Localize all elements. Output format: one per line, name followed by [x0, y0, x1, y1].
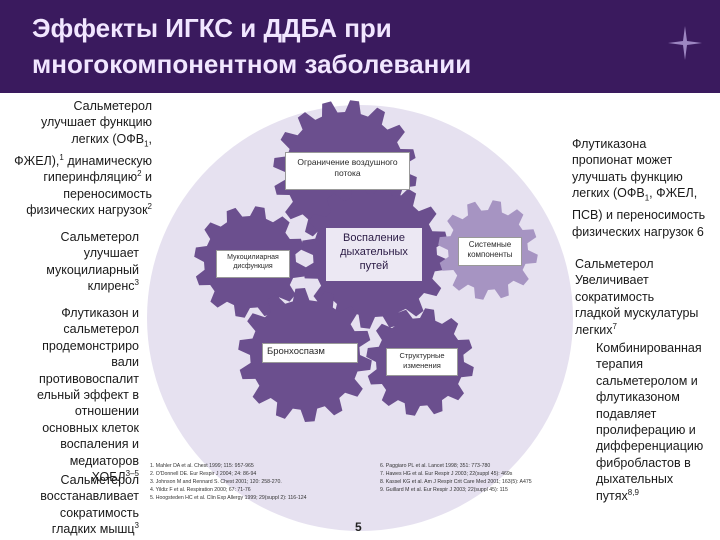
label-inflammation-text: Воспаление дыхательных путей [340, 232, 408, 272]
text-line: воспаления и [60, 437, 139, 452]
text-line: легких (ОФВ1, ФЖЕЛ, [572, 186, 698, 203]
text-line: противовоспалит [39, 371, 139, 386]
text-line: улучшает [83, 246, 139, 261]
references-right: 6. Paggiaro PL et al. Lancet 1998; 351: … [380, 462, 595, 494]
text-line: гладкой мускулатуры [575, 306, 699, 321]
label-structural-text: Структурные изменения [399, 351, 445, 370]
text-line: восстанавливает [40, 489, 139, 504]
left-block-3: Флутиказон и сальметерол продемонстриро … [0, 305, 139, 485]
reference-item: 5. Hoogsteden HC et al. Clin Exp Allergy… [150, 495, 307, 501]
reference-item: 7. Hawes HG et al. Eur Respir J 2003; 22… [380, 471, 513, 477]
left-block-2: Сальметерол улучшает мукоцилиарный клире… [0, 229, 139, 295]
title-line-2: многокомпонентном заболевании [32, 49, 472, 79]
text-line: отношении [74, 404, 139, 419]
label-bronchospasm: Бронхоспазм [262, 343, 358, 363]
reference-item: 1. Mahler DA et al. Chest 1999; 115: 957… [150, 463, 254, 469]
right-block-1: Флутиказона пропионат может улучшать фун… [572, 136, 720, 240]
title-line-1: Эффекты ИГКС и ДДБА при [32, 13, 392, 43]
text-line: медиаторов [69, 453, 139, 468]
text-line: Сальметерол [60, 473, 139, 487]
left-block-1: Сальметерол улучшает функцию легких (ОФВ… [0, 98, 152, 218]
slide-title: Эффекты ИГКС и ДДБА при многокомпонентно… [32, 10, 632, 82]
text-line: пролиферацию и [596, 423, 696, 438]
text-line: сократимость [575, 289, 655, 304]
text-line: дыхательных [596, 472, 674, 487]
text-line: вали [111, 355, 139, 370]
text-line: флутиказоном [596, 390, 680, 405]
text-line: ФЖЕЛ),1 динамическую [14, 152, 152, 168]
text-line: подавляет [596, 406, 657, 421]
sparkle-icon [668, 26, 702, 60]
title-bar: Эффекты ИГКС и ДДБА при многокомпонентно… [0, 0, 720, 93]
text-line: сократимость [59, 505, 139, 520]
text-line: терапия [596, 357, 643, 372]
text-line: легких (ОФВ1, [71, 131, 152, 149]
label-bronchospasm-text: Бронхоспазм [267, 346, 325, 357]
text-line: ХОБЛ3–5 [91, 468, 139, 485]
text-line: улучшать функцию [572, 169, 683, 184]
text-line: Флутиказона [572, 137, 647, 151]
text-line: легких7 [575, 321, 617, 337]
text-line: улучшает функцию [40, 115, 152, 130]
text-line: ПСВ) и переносимость [572, 208, 706, 223]
label-airflow-limitation: Ограничение воздушного потока [285, 152, 410, 190]
text-line: сальметерол [63, 322, 139, 337]
text-line: Увеличивает [575, 273, 649, 288]
text-line: Флутиказон и [61, 306, 139, 320]
references-left: 1. Mahler DA et al. Chest 1999; 115: 957… [150, 462, 375, 502]
label-airflow-text: Ограничение воздушного потока [297, 157, 398, 178]
left-block-4: Сальметерол восстанавливает сократимость… [0, 472, 139, 538]
label-systemic-components: Системные компоненты [458, 237, 522, 266]
reference-item: 2. O'Donnell DE. Eur Respir J 2004; 24: … [150, 471, 257, 477]
text-line: переносимость [63, 186, 152, 201]
text-line: физических нагрузок 6 [572, 224, 704, 239]
text-line: клиренс3 [87, 278, 139, 294]
text-line: гладких мышц3 [51, 521, 139, 537]
text-line: Сальметерол [575, 257, 654, 271]
label-airway-inflammation: Воспаление дыхательных путей [326, 228, 422, 281]
label-systemic-text: Системные компоненты [467, 240, 513, 259]
reference-item: 3. Johnson M and Rennard S. Chest 2001; … [150, 479, 282, 485]
page-number: 5 [355, 520, 362, 534]
text-line: дифференциацию [596, 439, 704, 454]
reference-item: 6. Paggiaro PL et al. Lancet 1998; 351: … [380, 463, 491, 469]
text-line: Сальметерол [60, 230, 139, 244]
reference-item: 8. Kassel KG et al. Am J Respir Crit Car… [380, 479, 532, 485]
text-line: основных клеток [42, 420, 139, 435]
text-line: гиперинфляцию2 и [43, 168, 152, 185]
text-line: физических нагрузок2 [26, 201, 152, 217]
text-line: сальметеролом и [596, 373, 698, 388]
text-line: пропионат может [572, 153, 673, 168]
label-structural-changes: Структурные изменения [386, 348, 458, 376]
text-line: продемонстриро [42, 338, 139, 353]
right-block-2: Сальметерол Увеличивает сократимость гла… [575, 256, 720, 338]
text-line: ельный эффект в [36, 388, 139, 403]
text-line: Комбинированная [596, 341, 702, 355]
reference-item: 4. Yildiz F et al. Respiration 2000; 67:… [150, 487, 251, 493]
label-mucociliary-text: Мукоцилиарная дисфункция [227, 254, 279, 270]
text-line: фибробластов в [596, 455, 691, 470]
text-line: путях8,9 [596, 487, 639, 503]
reference-item: 9. Guillard M et al. Eur Respir J 2003; … [380, 487, 508, 493]
label-mucociliary-dysfunction: Мукоцилиарная дисфункция [216, 250, 290, 278]
right-block-3: Комбинированная терапия сальметеролом и … [596, 340, 720, 504]
text-line: Сальметерол [73, 99, 152, 113]
text-line: мукоцилиарный [46, 262, 139, 277]
